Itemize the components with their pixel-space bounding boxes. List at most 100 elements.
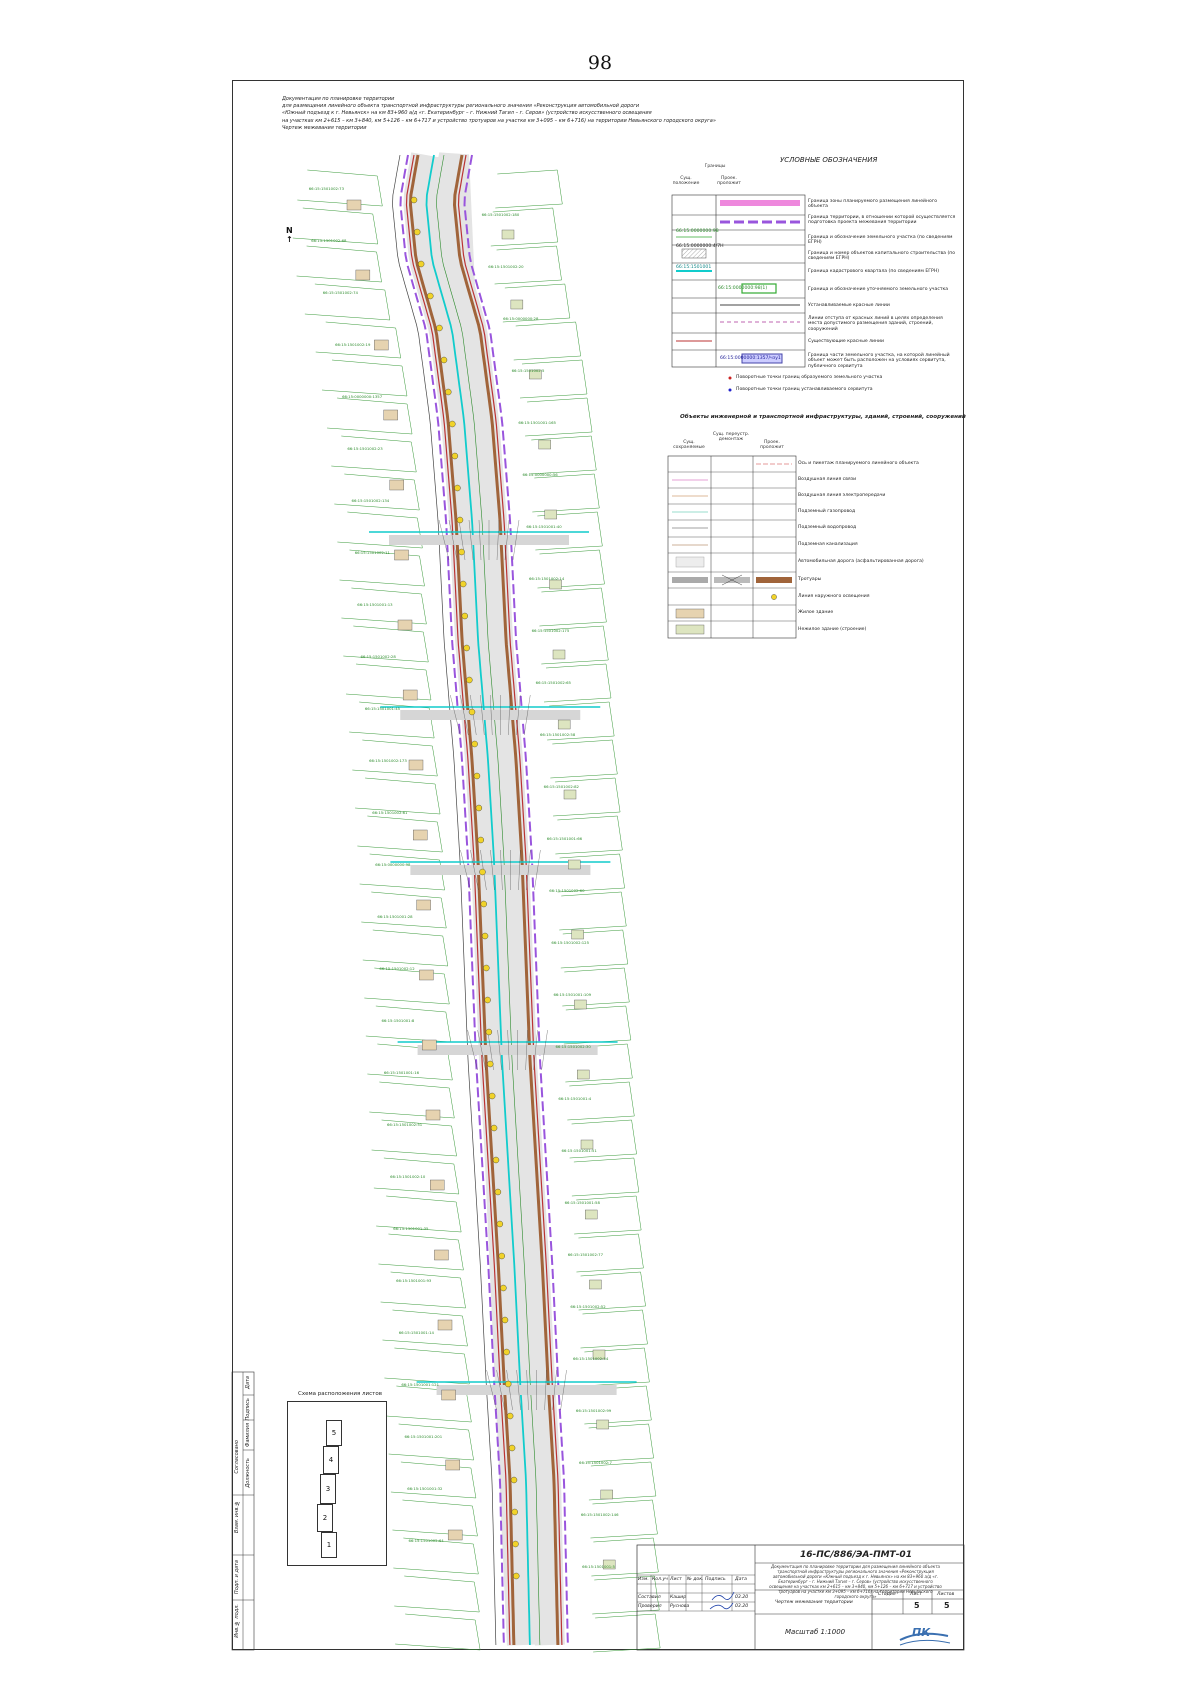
land-parcel (349, 701, 435, 739)
land-parcel (593, 1613, 661, 1653)
cadastral-number-label: 66:15:1501001:8 (381, 1018, 414, 1023)
building (568, 859, 581, 870)
survey-ray (526, 1369, 529, 1411)
building (413, 829, 428, 841)
land-parcel (495, 169, 563, 209)
cadastral-number-label: 66:15:1501002:30 (556, 1044, 592, 1049)
survey-ray (541, 1029, 548, 1071)
light-pole (510, 1476, 518, 1484)
map-background (292, 152, 661, 1653)
land-parcel (576, 1233, 644, 1273)
tb-name: Кашир (670, 1595, 687, 1600)
cadastral-number-label: 66:15:1501002:11 (355, 550, 391, 555)
land-parcel (386, 1385, 472, 1423)
survey-ray (506, 1369, 513, 1411)
building (596, 1419, 609, 1430)
land-parcel (382, 1309, 468, 1347)
drawing-description: Документация по планировке территории дл… (769, 1564, 942, 1599)
land-parcel (539, 587, 607, 627)
light-pole (477, 836, 484, 844)
light-pole (427, 292, 434, 300)
building (383, 409, 398, 421)
land-parcel (513, 321, 582, 361)
light-pole (410, 196, 418, 204)
land-parcel (339, 549, 425, 587)
building (422, 1039, 437, 1051)
legend-item: Граница зоны планируемого размещения лин… (808, 199, 938, 210)
survey-ray (516, 694, 521, 736)
survey-ray (544, 1369, 547, 1411)
land-parcel (345, 663, 432, 701)
land-parcel (321, 359, 408, 397)
legend2-item: Воздушная линия связи (798, 477, 857, 482)
land-parcel (395, 1613, 481, 1651)
road-surface (403, 152, 565, 1646)
building (445, 1459, 460, 1471)
building (346, 199, 362, 211)
page-number: 98 (587, 52, 613, 74)
light-pole (440, 356, 448, 364)
light-pole (506, 1412, 514, 1420)
cadastral-number-label: 66:15:1501001:121 (401, 1382, 439, 1387)
legend-sample-code: 66:15:0000000:4/7Н (676, 244, 724, 249)
survey-ray (497, 1029, 502, 1071)
header-line: Документация по планировке территории (282, 96, 395, 102)
land-parcel (343, 625, 429, 663)
survey-ray (480, 694, 485, 736)
scheme-sheet: 1 (321, 1532, 337, 1558)
light-pole (500, 1284, 507, 1292)
cadastral-number-label: 66:15:1501001:165 (518, 420, 556, 425)
land-parcel (567, 1081, 635, 1121)
legend2-item: Тротуары (798, 577, 822, 582)
building (544, 509, 557, 520)
sidewalk-left (408, 154, 516, 1646)
building (355, 269, 371, 281)
light-pole (508, 1444, 516, 1452)
survey-ray (460, 694, 469, 736)
legend-item: Граница территории, в отношении которой … (808, 215, 956, 226)
cadastral-number-label: 66:15:1501002:125 (551, 940, 589, 945)
land-parcel (535, 511, 603, 551)
cadastral-number-label: 66:15:1501001:4 (558, 1096, 591, 1101)
cadastral-number-label: 66:15:1501001:109 (553, 992, 591, 997)
land-parcel (364, 967, 450, 1005)
land-parcel (297, 169, 383, 207)
sheet-name: Чертеж межевания территории (775, 1600, 853, 1605)
cadastral-number-label: 66:15:1501002:175 (532, 628, 570, 633)
cadastral-number-label: 66:15:1501002:64 (408, 1538, 444, 1543)
land-parcel (390, 1461, 477, 1499)
building (402, 689, 418, 701)
survey-ray (526, 849, 531, 891)
legend2-title: Объекты инженерной и транспортной инфрас… (680, 414, 966, 420)
building (589, 1279, 602, 1290)
light-pole (484, 996, 491, 1004)
tb-role: Составил (638, 1595, 661, 1600)
cadastral-number-label: 66:15:1501001:93 (396, 1278, 432, 1283)
light-pole (480, 900, 487, 908)
survey-ray (512, 519, 520, 561)
tb-col: Подпись (705, 1577, 726, 1582)
land-parcel (361, 891, 447, 929)
building (574, 999, 587, 1010)
legend-item: Граница и обозначение уточняемого земель… (808, 287, 949, 292)
drawing-code: 16-ПС/886/ЭА-ПМТ-01 (800, 1550, 912, 1560)
legend-item: Граница кадастрового квартала (по сведен… (808, 269, 940, 274)
cadastral-number-label: 66:15:1501002:12 (379, 966, 415, 971)
cadastral-number-label: 66:15:1501001:45 (365, 706, 401, 711)
land-parcel (394, 1575, 480, 1613)
light-pole (436, 324, 443, 332)
land-parcel (334, 473, 420, 511)
sheet-label: Лист (910, 1592, 922, 1597)
building (592, 1349, 606, 1360)
cadastral-number-label: 66:15:1501002:51 (387, 1122, 423, 1127)
building (510, 299, 524, 310)
tb-date: 03.20 (735, 1595, 749, 1600)
land-parcel (547, 701, 615, 741)
header-line: для размещения линейного объекта транспо… (282, 103, 640, 110)
scheme-title: Схема расположения листов (298, 1391, 382, 1397)
land-parcel (557, 853, 625, 893)
legend2-item: Подземная канализация (798, 542, 858, 547)
scheme-sheet: 2 (317, 1504, 333, 1532)
building (430, 1179, 445, 1191)
